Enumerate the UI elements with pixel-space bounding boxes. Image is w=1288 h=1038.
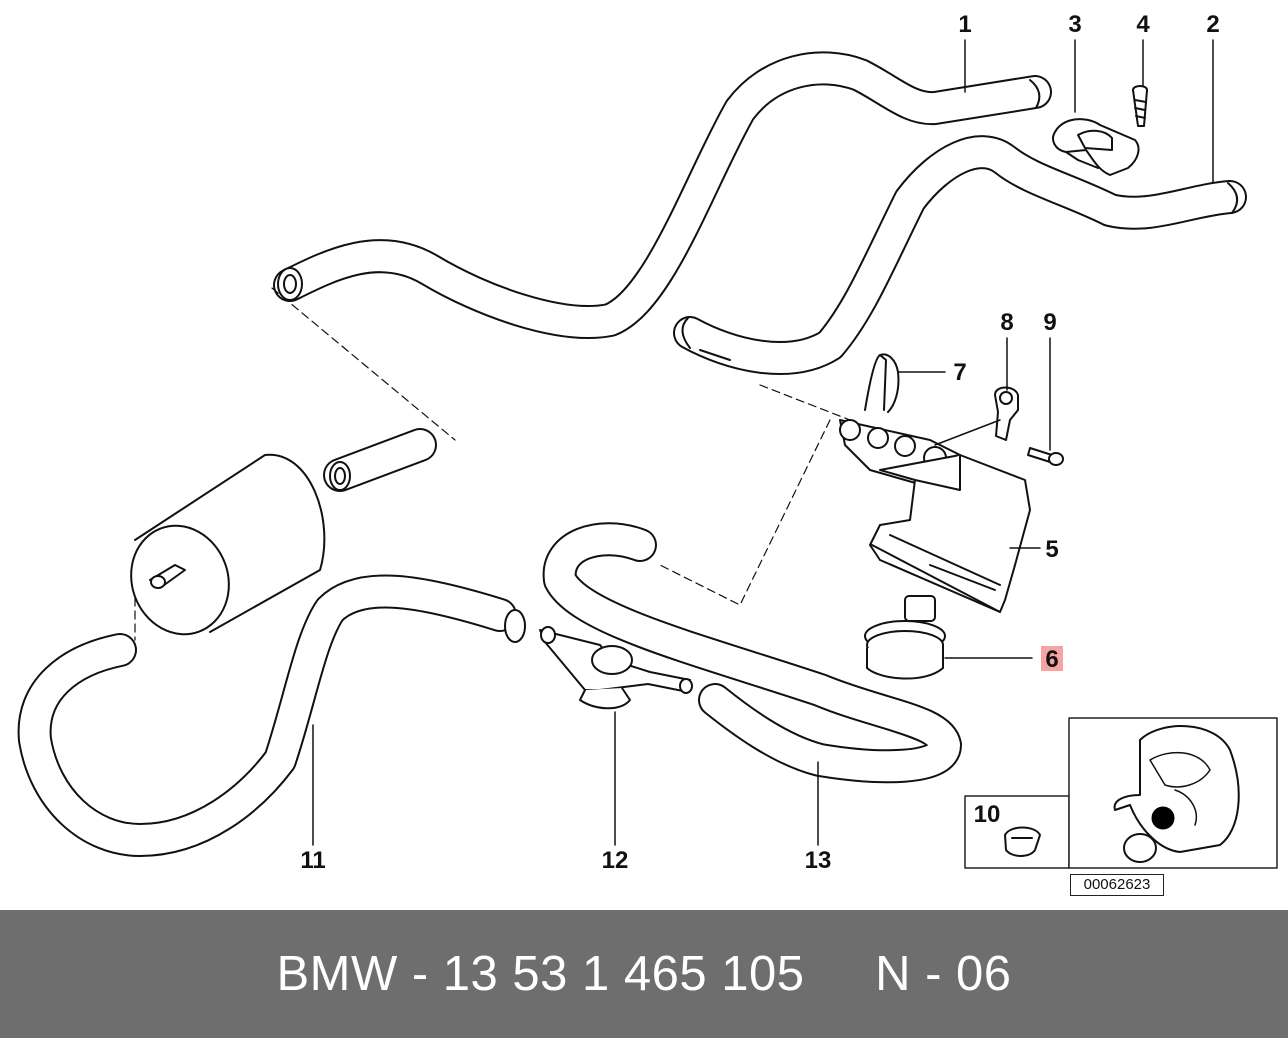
bracket-8-drawing [994,386,1019,441]
hose-13-drawing [542,522,962,784]
hose-1-drawing [273,51,1052,339]
callout-9: 9 [1043,309,1056,336]
callout-6: 6 [1045,646,1058,673]
valve-housing-5-drawing [869,454,1031,613]
callout-10: 10 [974,801,1001,828]
short-hose-drawing [323,428,437,492]
connector-12-drawing [539,626,693,710]
hose-2-drawing [673,135,1247,375]
leader-lines [312,39,1214,846]
part-number-text: BMW - 13 53 1 465 105 N - 06 [276,947,1012,1001]
valve-insert-6-drawing [864,595,946,680]
callout-2: 2 [1206,11,1219,38]
screw-4-drawing [1132,85,1148,127]
assembly-lines [134,287,851,641]
parts-diagram-drawing: 1 2 3 4 5 6 7 8 9 10 11 12 13 [17,11,1278,874]
screw-9-drawing [1027,447,1064,466]
callout-11: 11 [300,847,325,874]
callout-13: 13 [805,847,832,874]
filter-drum-drawing [130,453,326,636]
callout-3: 3 [1068,11,1081,38]
callout-7: 7 [953,359,966,386]
part-number-banner: BMW - 13 53 1 465 105 N - 06 [0,910,1288,1038]
callout-4: 4 [1136,11,1150,38]
callout-8: 8 [1000,309,1013,336]
callout-6-highlight [1041,646,1063,671]
diagram-code: 00062623 [1070,874,1164,896]
parts-diagram: 1 2 3 4 5 6 7 8 9 10 11 12 13 00062623 [17,11,1278,896]
callout-labels: 1 2 3 4 5 6 7 8 9 10 11 12 13 [300,11,1219,874]
callout-12: 12 [602,847,629,874]
inset-box-location [1068,717,1278,869]
inset-box-clamp [964,795,1070,869]
callout-5: 5 [1045,536,1058,563]
callout-1: 1 [958,11,971,38]
clamp-3-drawing [1052,118,1140,176]
clip-7-drawing [864,353,900,413]
hose-11-drawing [17,574,526,857]
